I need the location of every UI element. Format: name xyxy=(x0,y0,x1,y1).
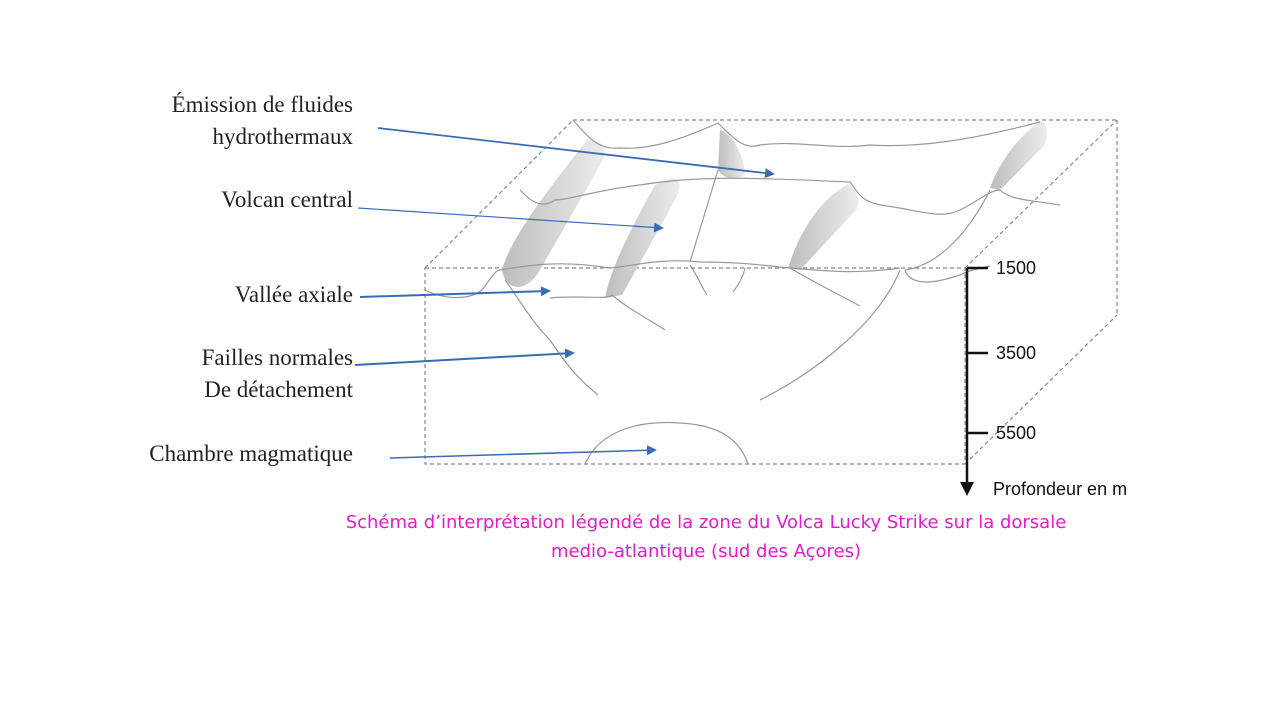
arrow-chambre xyxy=(389,445,657,459)
label-arrows xyxy=(354,127,775,459)
caption-line1: Schéma d’interprétation légendé de la zo… xyxy=(345,512,1067,533)
arrow-failles xyxy=(354,348,575,366)
arrow-volcan xyxy=(357,207,664,233)
block-outline xyxy=(424,119,1118,465)
depth-axis xyxy=(960,266,988,496)
depth-tick-3500: 3500 xyxy=(996,343,1037,363)
label-emission-line2: hydrothermaux xyxy=(212,124,353,149)
label-emission: Émission de fluides hydrothermaux xyxy=(172,89,353,153)
label-failles: Failles normales De détachement xyxy=(202,342,353,406)
relief-lines xyxy=(424,119,1061,465)
label-failles-line2: De détachement xyxy=(204,377,353,402)
label-volcan: Volcan central xyxy=(221,187,353,212)
label-emission-line1: Émission de fluides xyxy=(171,92,353,117)
arrow-emission xyxy=(377,127,775,179)
label-chambre: Chambre magmatique xyxy=(149,441,353,466)
depth-tick-1500: 1500 xyxy=(996,258,1037,278)
figure-caption: Schéma d’interprétation légendé de la zo… xyxy=(300,508,1112,566)
label-vallee: Vallée axiale xyxy=(234,282,353,307)
label-failles-line1: Failles normales xyxy=(201,345,353,370)
volcanic-ridges xyxy=(502,121,1047,298)
arrow-vallee xyxy=(359,286,551,298)
caption-line2: medio-atlantique (sud des Açores) xyxy=(550,541,862,562)
depth-axis-label: Profondeur en m xyxy=(993,479,1128,499)
depth-tick-5500: 5500 xyxy=(996,423,1037,443)
